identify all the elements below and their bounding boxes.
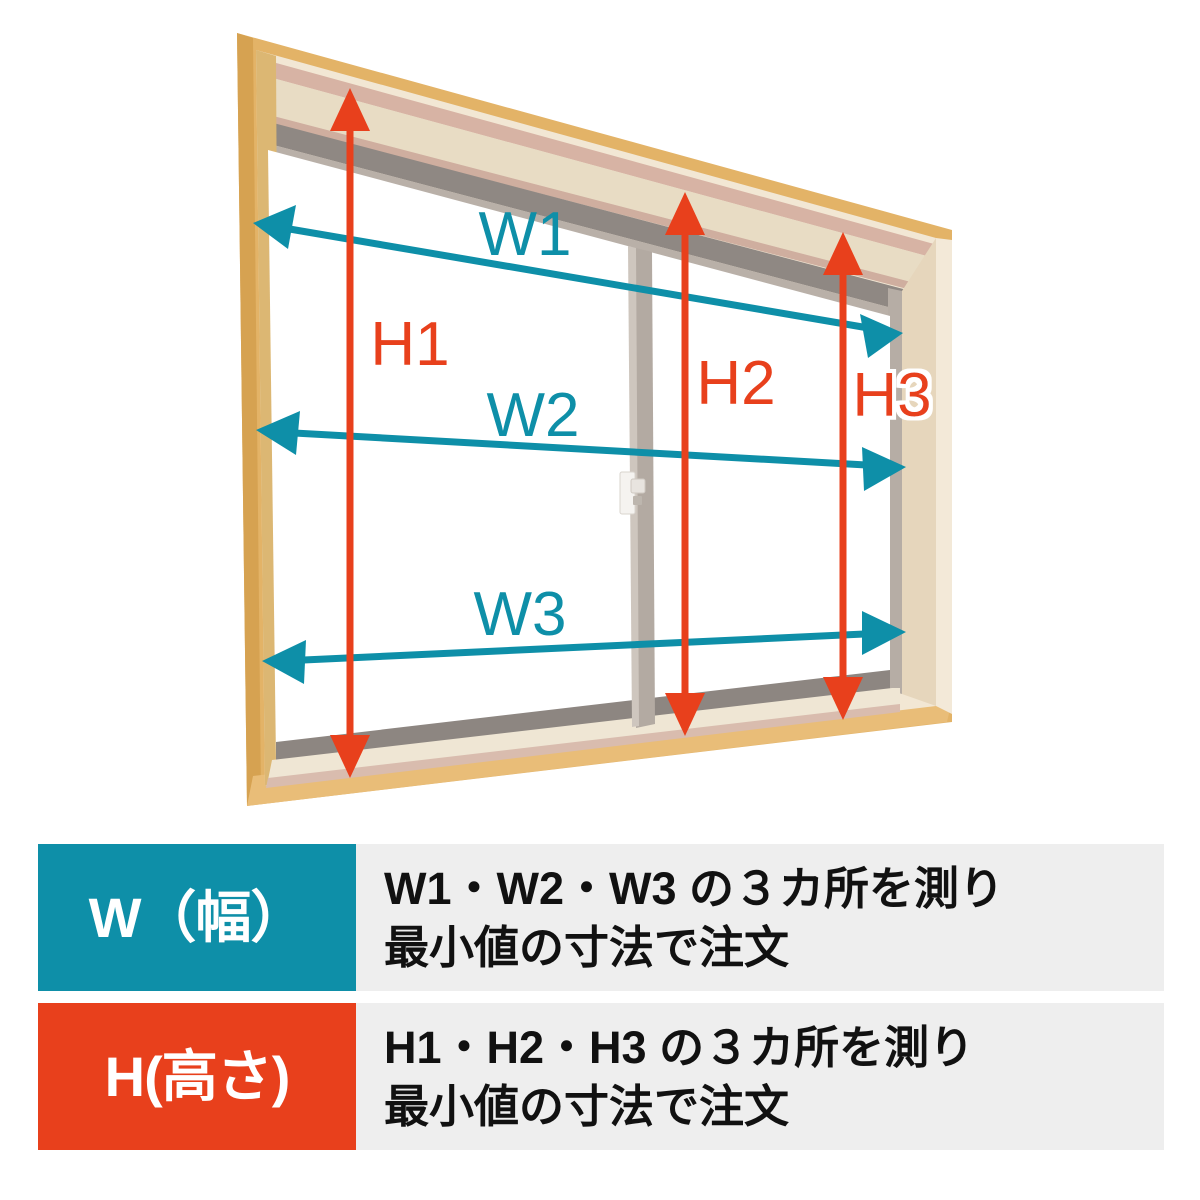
sliding-window-lock-icon[interactable] [619,471,646,515]
legend-desc-width-line-1: W1・W2・W3 の３カ所を測り [384,863,1005,914]
legend-key-width: W（幅） [38,844,356,991]
legend-desc-height: H1・H2・H3 の３カ所を測り 最小値の寸法で注文 [356,1003,1164,1150]
sash-bottom-gray-dark [276,670,890,762]
arrow-up-h1 [330,88,370,131]
frame-top-pink-band [258,58,934,258]
arrow-h1 [330,88,370,778]
arrow-h2 [665,192,705,736]
width-dimension-group: g[data-name^="arrow-w"] polygon { fill: … [253,205,906,684]
arrow-left-w2 [256,411,300,455]
arrow-down-h1 [330,735,370,778]
frame-right-jamb-face [902,238,936,706]
arrow-h3 [823,232,863,720]
legend-row-height: H(高さ) H1・H2・H3 の３カ所を測り 最小値の寸法で注文 [38,1003,1164,1150]
legend-desc-height-line-1: H1・H2・H3 の３カ所を測り [384,1022,975,1073]
arrow-right-w3 [862,611,906,655]
dimension-labels: W1 W2 W3 H1 H2 H3 [370,200,931,649]
label-h3: H3 [852,361,931,430]
arrow-left-w1 [253,205,296,249]
legend-desc-height-line-2: 最小値の寸法で注文 [384,1080,790,1132]
label-w2: W2 [487,381,580,450]
arrow-up-h2 [665,192,705,235]
arrow-down-h3 [823,677,863,720]
label-h2: H2 [696,349,775,418]
window-measurement-diagram: g[data-name^="arrow-w"] polygon { fill: … [237,33,952,806]
label-w3: W3 [474,580,567,649]
frame-right-jamb-inner [888,288,902,694]
legend-key-height: H(高さ) [38,1003,356,1150]
legend-key-height-label: H(高さ) [104,1044,291,1108]
height-dimension-group: g[data-name^="arrow-h"] polygon { fill: … [330,88,863,778]
frame-top-pink-hairline [258,112,934,296]
legend-desc-width: W1・W2・W3 の３カ所を測り 最小値の寸法で注文 [356,844,1164,991]
frame-top-cream-band [258,74,934,288]
legend-desc-width-line-2: 最小値の寸法で注文 [384,921,790,973]
frame-right-jamb-outer-strip [936,238,952,714]
arrow-w3 [262,611,906,684]
legend: W（幅） W1・W2・W3 の３カ所を測り 最小値の寸法で注文 H(高さ) H1… [38,844,1164,1162]
sill-cream-band [268,688,900,780]
sash-top-gray-dark [262,120,930,318]
label-w1: W1 [479,200,572,269]
arrow-up-h3 [823,232,863,275]
arrow-right-w1 [860,314,903,358]
arrow-left-w3 [262,640,306,684]
arrow-right-w2 [862,447,906,491]
legend-row-width: W（幅） W1・W2・W3 の３カ所を測り 最小値の寸法で注文 [38,844,1164,991]
sill-pink-hairline [266,704,900,788]
arrow-w1 [253,205,903,358]
arrow-w2 [256,411,906,491]
legend-key-width-label: W（幅） [88,885,307,949]
arrow-down-h2 [665,693,705,736]
label-h1: H1 [370,310,449,379]
frame-left-edge-shadow [237,33,261,806]
